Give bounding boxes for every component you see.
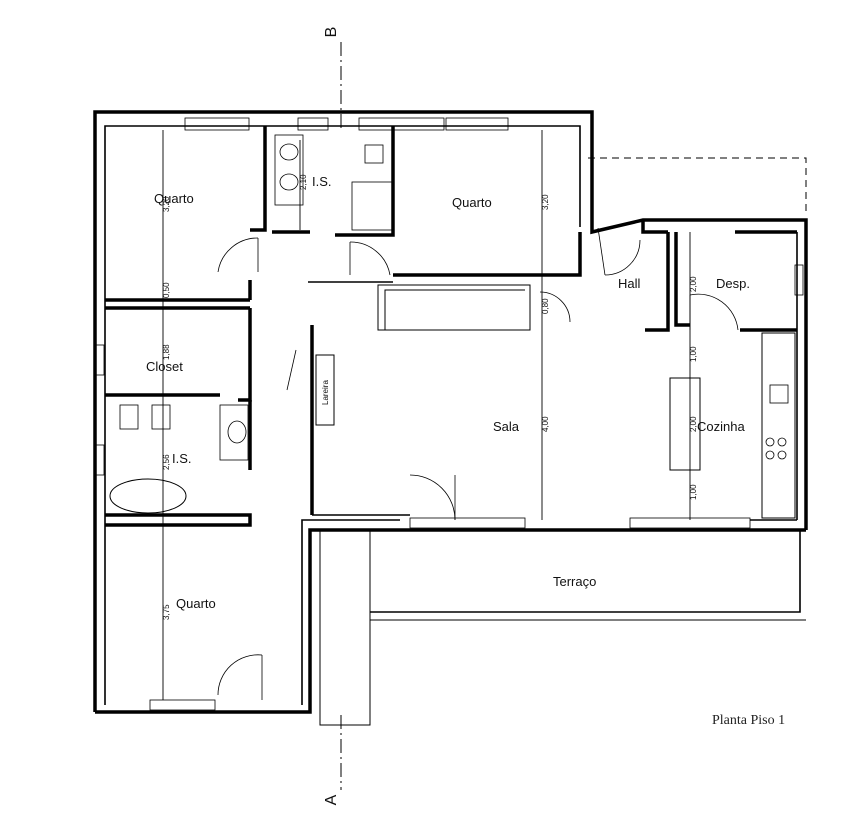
fixtures: Lareira: [109, 134, 789, 514]
room-label-hall: Hall: [618, 276, 641, 291]
doors: [217, 227, 739, 700]
roof-overhang: [588, 157, 807, 215]
shower-icon: [351, 181, 393, 231]
dim-is-left: 2,56: [162, 454, 171, 470]
exterior-walls: [93, 110, 808, 714]
bathtub-icon: [109, 478, 187, 514]
section-mark-top: B: [323, 27, 340, 38]
dim-corridor: 0,50: [162, 282, 171, 298]
room-label-is-left: I.S.: [172, 451, 192, 466]
sink-icon: [279, 173, 299, 191]
dim-stair: 0,80: [541, 298, 550, 314]
dim-sala: 4,00: [541, 416, 550, 432]
dim-quarto-nw: 3,20: [162, 196, 171, 212]
room-labels: Quarto I.S. Quarto Hall Desp. Closet I.S…: [146, 174, 750, 611]
stairs-lower: [319, 529, 371, 726]
drawing-title: Planta Piso 1: [712, 713, 785, 728]
dimension-lines: [162, 130, 691, 700]
room-label-closet: Closet: [146, 359, 183, 374]
toilet-icon: [364, 144, 384, 164]
dimension-labels: 3,20 0,50 1,88 2,56 3,75 2,10 3,20 0,80 …: [162, 174, 698, 620]
sink-icon: [227, 420, 247, 444]
dim-coz-bot: 1,00: [689, 484, 698, 500]
dim-is-top: 2,10: [299, 174, 308, 190]
sink-icon: [769, 384, 789, 404]
room-label-quarto-sw: Quarto: [176, 596, 216, 611]
room-label-is-top: I.S.: [312, 174, 332, 189]
sink-icon: [279, 143, 299, 161]
dim-coz-top: 1,00: [689, 346, 698, 362]
room-label-cozinha: Cozinha: [697, 419, 745, 434]
fireplace-icon: [315, 354, 335, 426]
room-label-terraco: Terraço: [553, 574, 596, 589]
hob-icon: [765, 437, 787, 460]
dim-coz-mid: 2,00: [689, 416, 698, 432]
bidet-icon: [151, 404, 171, 430]
room-label-quarto-nw: Quarto: [154, 191, 194, 206]
dim-quarto-ne: 3,20: [541, 194, 550, 210]
section-axis: B A: [323, 27, 342, 805]
room-label-sala: Sala: [493, 419, 520, 434]
room-label-desp: Desp.: [716, 276, 750, 291]
section-mark-bottom: A: [323, 794, 340, 805]
dim-quarto-sw: 3,75: [162, 604, 171, 620]
stairs-upper: [377, 284, 531, 331]
fireplace-label: Lareira: [321, 380, 330, 405]
interior-walls: [105, 126, 806, 621]
dim-closet: 1,88: [162, 344, 171, 360]
room-label-quarto-ne: Quarto: [452, 195, 492, 210]
kitchen-island: [669, 377, 701, 471]
toilet-icon: [119, 404, 139, 430]
dim-desp: 2,00: [689, 276, 698, 292]
